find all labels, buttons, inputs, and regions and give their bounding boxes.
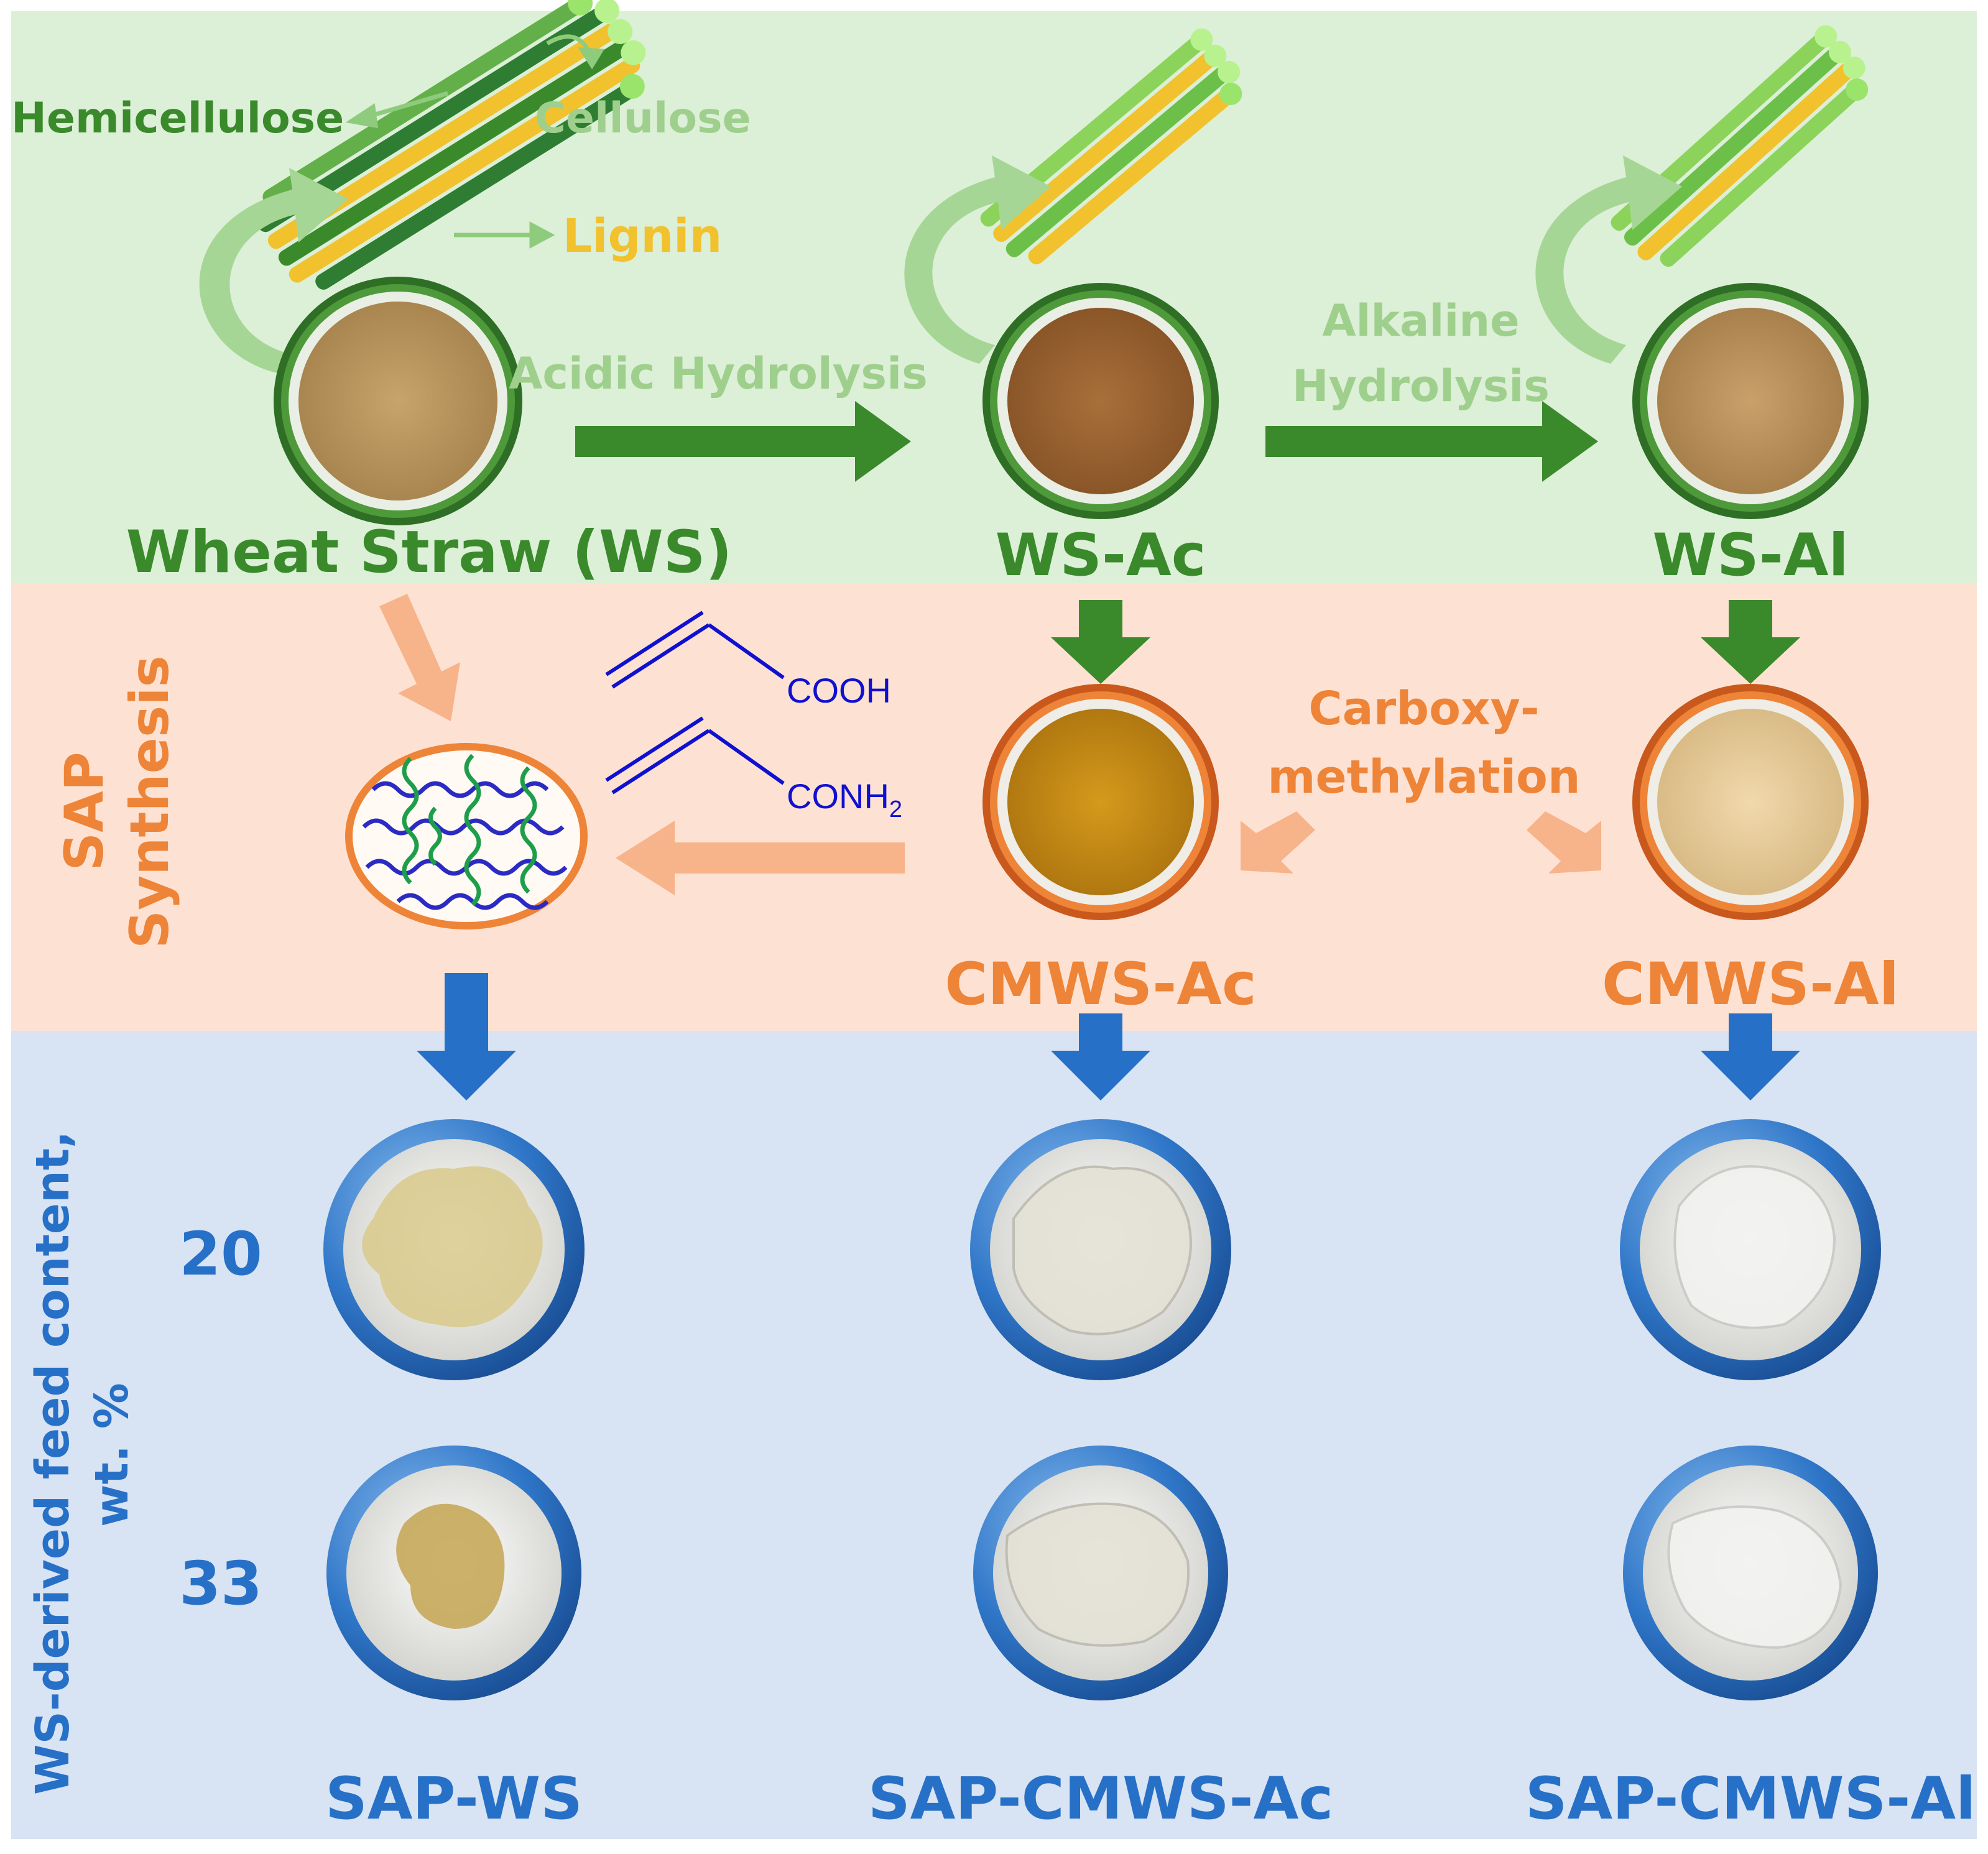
feed-content-33: 33: [179, 1549, 262, 1618]
carboxy-arrows: [1241, 811, 1601, 874]
cmws-ac-label: CMWS-Ac: [945, 951, 1256, 1018]
dish-cmws-al: [1632, 684, 1869, 920]
acrylamide-structure: [605, 716, 785, 795]
feed-content-axis-label: WS-derived feed content, wt. %: [26, 1115, 139, 1795]
feed-content-20: 20: [179, 1219, 262, 1289]
alkaline-label-line2: Hydrolysis: [1292, 361, 1550, 412]
dish-ws: [274, 277, 522, 525]
carboxy-label-line1: Carboxy-: [1308, 682, 1539, 736]
cmws-to-sap-arrow: [616, 821, 905, 895]
down-arrows-blue: [417, 973, 1800, 1100]
product-label-sap-cmws-ac: SAP-CMWS-Ac: [868, 1765, 1333, 1833]
ws-to-sap-arrow: [379, 594, 460, 721]
acrylic-acid-structure: [605, 611, 785, 689]
gel-sap-cmws-al-33: [1623, 1446, 1878, 1700]
wheat-straw-label: Wheat Straw (WS): [126, 519, 733, 586]
dish-ws-ac: [982, 283, 1219, 519]
gel-sap-cmws-al-20: [1620, 1119, 1881, 1380]
hydrolysis-arrows: [575, 401, 1598, 482]
fiber-pointer-arrows: [345, 34, 604, 249]
product-label-sap-ws: SAP-WS: [325, 1765, 583, 1833]
product-label-sap-cmws-al: SAP-CMWS-Al: [1525, 1765, 1976, 1833]
dish-ws-al: [1632, 283, 1869, 519]
cmws-al-label: CMWS-Al: [1602, 951, 1899, 1018]
curved-arrows: [199, 155, 1682, 373]
sap-synthesis-label: SAP Synthesis: [53, 655, 181, 949]
down-arrows-green: [1051, 600, 1800, 684]
polymer-network: [345, 743, 588, 929]
lignin-label: Lignin: [563, 210, 722, 263]
ws-ac-label: WS-Ac: [996, 522, 1206, 589]
band-sap-products: [11, 1031, 1977, 1839]
cellulose-label: Cellulose: [535, 94, 751, 143]
gel-sap-ws-33: [326, 1446, 581, 1700]
carboxy-label-line2: methylation: [1267, 750, 1580, 804]
gel-sap-ws-20: [323, 1119, 585, 1380]
acrylic-acid-group: COOH: [787, 671, 891, 710]
dish-cmws-ac: [982, 684, 1219, 920]
ws-al-label: WS-Al: [1652, 522, 1848, 589]
alkaline-label-line1: Alkaline: [1322, 295, 1519, 346]
acrylamide-group: CONH2: [787, 777, 902, 823]
gel-sap-cmws-ac-20: [970, 1119, 1231, 1380]
acidic-hydrolysis-label: Acidic Hydrolysis: [509, 348, 928, 399]
hemicellulose-label: Hemicellulose: [11, 94, 344, 143]
fiber-bundle-ws-al: [1611, 25, 1869, 267]
gel-sap-cmws-ac-33: [973, 1446, 1228, 1700]
